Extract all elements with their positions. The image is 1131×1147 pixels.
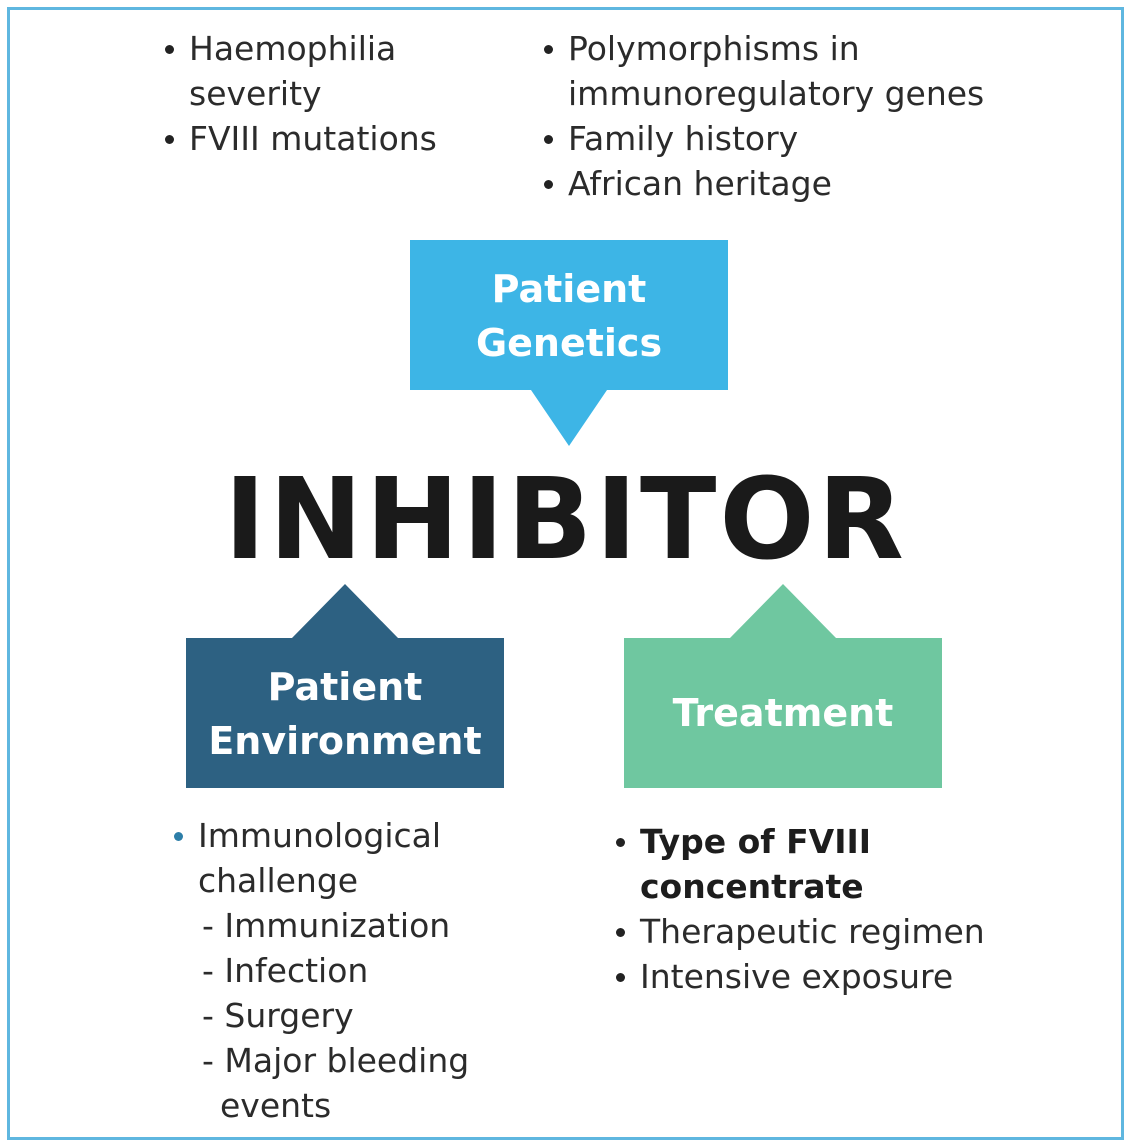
factor-african-heritage: African heritage <box>542 161 1062 206</box>
factor-immunological-challenge-cont: challenge <box>198 861 359 900</box>
factor-immunization: - Immunization <box>202 906 451 945</box>
patient-environment-box <box>186 584 504 788</box>
treatment-label: Treatment <box>672 691 894 735</box>
genetics-factors-right: Polymorphisms in immunoregulatory genes … <box>542 26 1062 206</box>
factor-infection: - Infection <box>202 951 369 990</box>
environment-factors: Immunological challenge - Immunization -… <box>172 813 552 1128</box>
factor-polymorphisms-cont: immunoregulatory genes <box>568 74 985 113</box>
factor-therapeutic-regimen: Therapeutic regimen <box>614 909 1074 954</box>
factor-fviii-concentrate: Type of FVIII <box>614 819 1074 864</box>
factor-family-history: Family history <box>542 116 1062 161</box>
factor-immunological-challenge: Immunological <box>172 813 552 858</box>
genetics-factors-left: Haemophilia severity FVIII mutations <box>163 26 493 161</box>
patient-genetics-box <box>410 240 728 446</box>
factor-surgery: - Surgery <box>202 996 354 1035</box>
diagram-frame <box>7 7 1124 1140</box>
patient-environment-label: Patient Environment <box>208 665 482 763</box>
treatment-box <box>624 584 942 788</box>
factor-major-bleeding: - Major bleeding <box>202 1041 470 1080</box>
factor-fviii-mutations: FVIII mutations <box>163 116 493 161</box>
factor-fviii-concentrate-cont: concentrate <box>640 867 864 906</box>
factor-major-bleeding-cont: events <box>220 1086 332 1125</box>
treatment-factors: Type of FVIII concentrate Therapeutic re… <box>614 819 1074 999</box>
factor-haemophilia-severity-cont: severity <box>189 74 322 113</box>
factor-intensive-exposure: Intensive exposure <box>614 954 1074 999</box>
patient-genetics-label: Patient Genetics <box>475 267 663 365</box>
inhibitor-label: INHIBITOR <box>224 455 907 585</box>
factor-polymorphisms: Polymorphisms in <box>542 26 1062 71</box>
factor-haemophilia-severity: Haemophilia <box>163 26 493 71</box>
